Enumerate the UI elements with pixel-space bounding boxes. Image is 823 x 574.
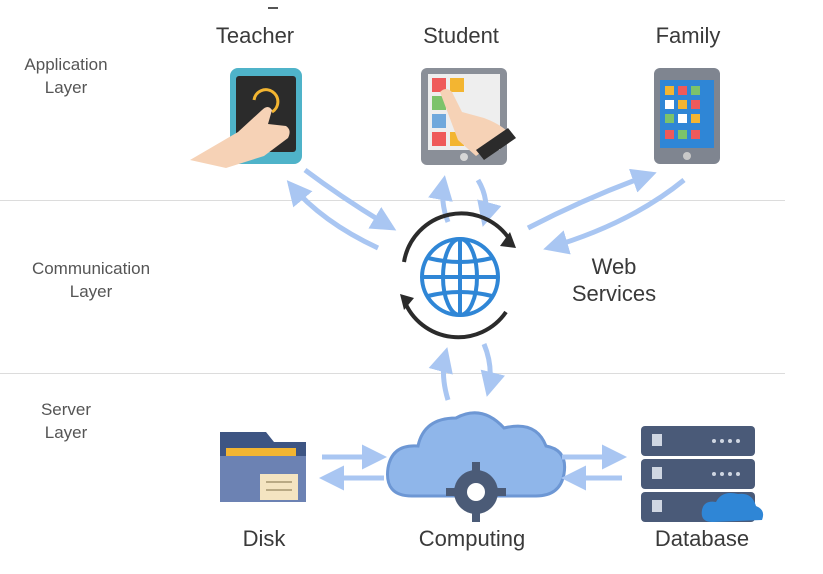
communication-layer-label-line1: Communication [31, 259, 151, 278]
application-layer-label: Application Layer [0, 53, 151, 99]
server-layer-label-line1: Server [40, 400, 92, 419]
arrows-disk [319, 444, 387, 491]
server-layer-label-line2: Layer [44, 423, 88, 442]
arrow-teacher-to-web [303, 167, 397, 231]
family-phone-icon [654, 68, 720, 164]
top-mark [268, 7, 278, 9]
layer-divider-bottom [0, 373, 785, 374]
communication-layer-label: Communication Layer [6, 257, 176, 303]
arrows-teacher [286, 167, 397, 251]
student-label: Student [423, 23, 499, 48]
disk-label: Disk [242, 526, 286, 551]
server-database-icon [641, 426, 764, 522]
web-services-label-line1: Web [591, 254, 637, 279]
arrow-web-to-student [428, 175, 453, 223]
web-services-label-line2: Services [571, 281, 657, 306]
arrow-web-to-teacher [286, 180, 380, 251]
globe-sync-icon [400, 211, 516, 340]
server-layer-label: Server Layer [0, 398, 151, 444]
arrows-family [526, 168, 686, 255]
arrow-web-to-computing [480, 343, 505, 397]
cloud-gear-icon [386, 411, 567, 522]
folder-disk-icon [220, 432, 306, 502]
arrow-family-to-web [543, 178, 686, 255]
arrows-database [561, 444, 627, 491]
application-layer-label-line1: Application [24, 55, 108, 74]
arrow-web-to-family [526, 168, 657, 231]
computing-label: Computing [418, 526, 526, 551]
teacher-label: Teacher [215, 23, 295, 48]
arrows-computing [428, 343, 505, 401]
arrow-computing-to-web [428, 347, 453, 401]
family-label: Family [655, 23, 721, 48]
layer-divider-top [0, 200, 785, 201]
student-tablet-icon [421, 68, 516, 165]
application-layer-label-line2: Layer [44, 78, 88, 97]
database-label: Database [654, 526, 750, 551]
teacher-phone-icon [190, 68, 302, 168]
communication-layer-label-line2: Layer [69, 282, 113, 301]
web-services-label: Web Services [544, 253, 684, 307]
